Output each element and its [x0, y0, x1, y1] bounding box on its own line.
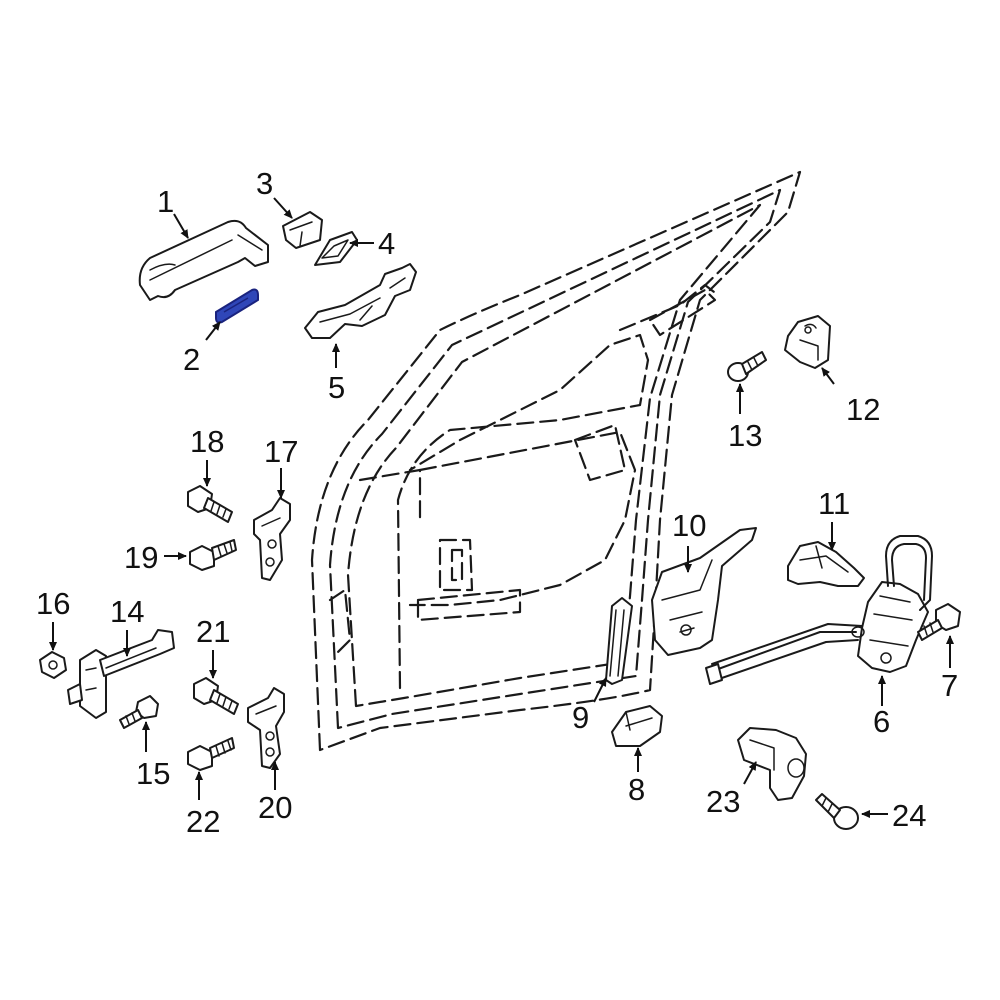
callout-10: 10 [672, 508, 706, 543]
callout-6: 6 [873, 704, 890, 739]
part-18-bolt [187, 485, 233, 523]
part-4-gasket [314, 231, 358, 266]
callout-8: 8 [628, 772, 645, 807]
callout-15: 15 [136, 756, 170, 791]
callout-12: 12 [846, 392, 880, 427]
part-23-actuator [737, 727, 807, 801]
callout-14: 14 [110, 594, 144, 629]
part-17-upper-hinge [253, 497, 291, 581]
callout-4: 4 [378, 226, 395, 261]
callout-21: 21 [196, 614, 230, 649]
callout-24: 24 [892, 798, 926, 833]
part-1-outside-handle [138, 219, 269, 301]
part-19-bolt [189, 539, 237, 571]
callout-16: 16 [36, 586, 70, 621]
part-5-handle-bracket [304, 263, 417, 339]
callout-19: 19 [124, 540, 158, 575]
callout-3: 3 [256, 166, 273, 201]
part-12-striker [784, 315, 831, 369]
part-11-bracket [787, 541, 865, 587]
part-6-latch-assembly [705, 535, 933, 685]
callout-5: 5 [328, 370, 345, 405]
callout-23: 23 [706, 784, 740, 819]
callout-13: 13 [728, 418, 762, 453]
callout-2: 2 [183, 342, 200, 377]
leader-arrows [49, 197, 954, 818]
part-10-latch-cover [651, 527, 757, 656]
part-9-channel-strip [605, 597, 633, 685]
callout-9: 9 [572, 700, 589, 735]
callout-22: 22 [186, 804, 220, 839]
part-7-bolt [917, 603, 961, 641]
callout-1: 1 [157, 184, 174, 219]
part-16-nut [39, 651, 67, 679]
part-24-screw [815, 793, 859, 830]
callout-18: 18 [190, 424, 224, 459]
part-2-cover-highlighted [215, 288, 259, 324]
callout-17: 17 [264, 434, 298, 469]
callout-11: 11 [818, 486, 850, 521]
callout-20: 20 [258, 790, 292, 825]
part-21-bolt [193, 677, 239, 715]
part-14-door-check [67, 629, 175, 719]
part-15-bolt [119, 695, 159, 729]
callout-7: 7 [941, 668, 958, 703]
part-22-bolt [187, 737, 235, 771]
part-13-screw [727, 351, 767, 382]
part-20-lower-hinge [247, 687, 285, 769]
callout-labels: 1 2 3 4 5 12 13 18 19 17 16 14 15 21 22 … [36, 166, 958, 839]
part-8-connector [611, 705, 663, 747]
part-3-cap [282, 211, 323, 249]
